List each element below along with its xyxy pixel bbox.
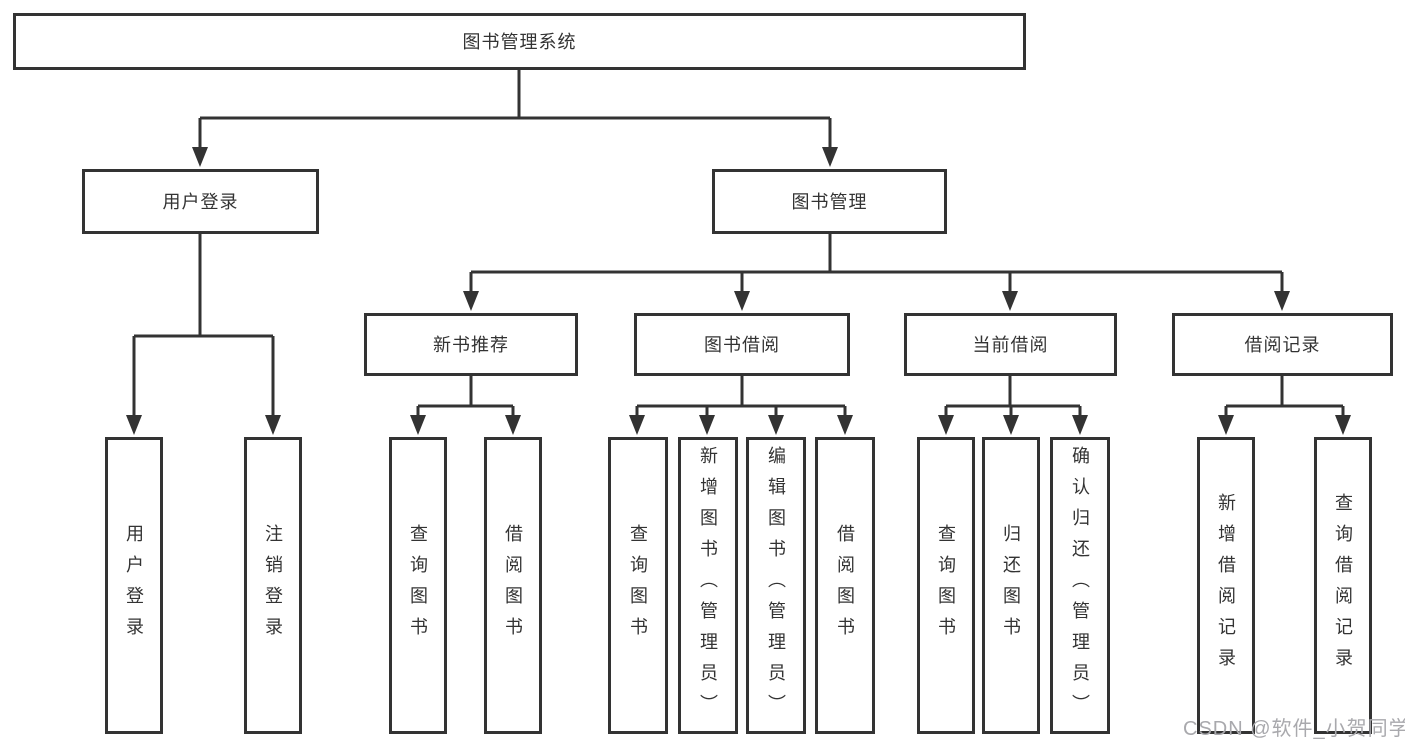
connector-bookmgmt-to-level3 bbox=[469, 234, 1284, 295]
leaf-logout: 注销登录 bbox=[244, 437, 302, 734]
leaf-return-book: 归还图书 bbox=[982, 437, 1040, 734]
arrowheads bbox=[126, 147, 1351, 435]
leaf-query-books-current: 查询图书 bbox=[917, 437, 975, 734]
connector-current-to-leaves bbox=[944, 376, 1082, 419]
node-user-login: 用户登录 bbox=[82, 169, 319, 234]
connector-records-to-leaves bbox=[1224, 376, 1345, 419]
leaf-query-borrow-record: 查询借阅记录 bbox=[1314, 437, 1372, 734]
leaf-edit-book-admin: 编辑图书（管理员） bbox=[746, 437, 806, 734]
csdn-watermark: CSDN @软件_小贺同学 bbox=[1183, 718, 1405, 740]
leaf-borrow-books-borrowing: 借阅图书 bbox=[815, 437, 875, 734]
leaf-confirm-return-admin: 确认归还（管理员） bbox=[1050, 437, 1110, 734]
leaf-borrow-books-newrec: 借阅图书 bbox=[484, 437, 542, 734]
connector-root-to-level2 bbox=[198, 70, 832, 151]
node-borrowing-records: 借阅记录 bbox=[1172, 313, 1393, 376]
node-new-book-recommendation: 新书推荐 bbox=[364, 313, 578, 376]
leaf-user-login: 用户登录 bbox=[105, 437, 163, 734]
leaf-query-books-borrowing: 查询图书 bbox=[608, 437, 668, 734]
node-library-management-system: 图书管理系统 bbox=[13, 13, 1026, 70]
leaf-query-books-newrec: 查询图书 bbox=[389, 437, 447, 734]
leaf-add-borrow-record: 新增借阅记录 bbox=[1197, 437, 1255, 734]
node-current-borrowing: 当前借阅 bbox=[904, 313, 1117, 376]
leaf-add-book-admin: 新增图书（管理员） bbox=[678, 437, 738, 734]
connector-userlogin-to-leaves bbox=[132, 234, 275, 419]
node-book-borrowing: 图书借阅 bbox=[634, 313, 850, 376]
node-book-management: 图书管理 bbox=[712, 169, 947, 234]
connector-newrec-to-leaves bbox=[416, 376, 515, 419]
connector-borrowing-to-leaves bbox=[635, 376, 847, 419]
